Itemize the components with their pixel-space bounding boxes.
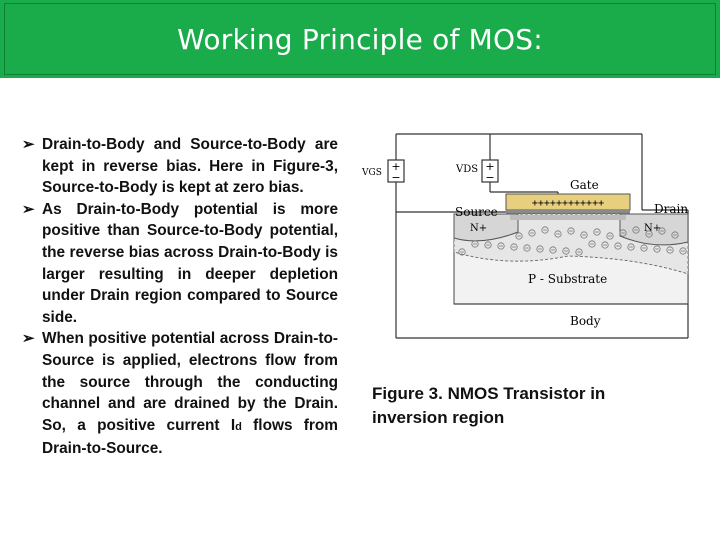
charge-marker [679, 247, 687, 255]
vds-plus: + [485, 160, 494, 173]
charge-marker [580, 231, 588, 239]
source-region [453, 213, 519, 242]
bullet-item: ➢ As Drain-to-Body potential is more pos… [22, 199, 338, 329]
arrow-bullet-icon: ➢ [22, 330, 35, 348]
gate-label: Gate [570, 178, 599, 192]
charge-marker [554, 230, 562, 238]
drain-label: Drain [654, 202, 688, 216]
substrate-label: P - Substrate [528, 272, 607, 286]
charge-marker [606, 232, 614, 240]
charge-marker [627, 243, 635, 251]
circuit-wires [395, 133, 689, 339]
source-label: Source [455, 205, 498, 219]
charge-marker [541, 226, 549, 234]
vgs-plus: + [391, 160, 400, 173]
arrow-bullet-icon: ➢ [22, 136, 35, 153]
charge-marker [653, 245, 661, 253]
charge-marker [484, 241, 492, 249]
source-n-plus-label: N+ [470, 223, 487, 234]
bullet-text: As Drain-to-Body potential is more posit… [42, 200, 338, 326]
charge-marker [601, 241, 609, 249]
nmos-diagram: + − VGS + − VDS Gate ++++++++++++ N+ N+ … [361, 133, 689, 339]
vgs-battery [387, 159, 405, 183]
figure-caption: Figure 3. NMOS Transistor in inversion r… [372, 384, 606, 427]
charge-marker [614, 242, 622, 250]
charge-marker [632, 226, 640, 234]
inversion-channel [510, 215, 626, 220]
bullet-text: When positive potential across Drain-to-… [42, 330, 338, 434]
charge-marker [515, 232, 523, 240]
title-frame [4, 3, 716, 75]
slide-title: Working Principle of MOS: [177, 22, 543, 56]
charge-marker [562, 247, 570, 255]
vds-battery [481, 159, 499, 183]
electron-markers [458, 226, 687, 256]
arrow-bullet-icon: ➢ [22, 200, 35, 218]
title-bar: Working Principle of MOS: [0, 0, 720, 78]
charge-marker [671, 231, 679, 239]
current-subscript: d [235, 420, 242, 433]
body-label: Body [570, 314, 601, 328]
bullet-text: Drain-to-Body and Source-to-Body are kep… [42, 136, 338, 197]
gate-oxide [506, 210, 630, 215]
charge-marker [523, 244, 531, 252]
vds-label: VDS [455, 164, 478, 175]
charge-marker [619, 229, 627, 237]
charge-marker [640, 244, 648, 252]
drain-region [619, 213, 689, 246]
vgs-label: VGS [361, 168, 382, 178]
bullet-item: ➢ Drain-to-Body and Source-to-Body are k… [22, 134, 338, 199]
vgs-minus: − [391, 171, 400, 184]
charge-marker [549, 246, 557, 254]
drain-n-plus-label: N+ [644, 223, 661, 234]
charge-marker [658, 227, 666, 235]
charge-marker [528, 229, 536, 237]
charge-marker [575, 248, 583, 256]
bullet-list: ➢ Drain-to-Body and Source-to-Body are k… [22, 134, 338, 460]
bullet-item: ➢ When positive potential across Drain-t… [22, 328, 338, 460]
bullet-text-end: flows from Drain-to-Source. [42, 416, 338, 458]
charge-marker [497, 242, 505, 250]
charge-marker [645, 230, 653, 238]
charge-marker [458, 248, 466, 256]
charge-marker [471, 240, 479, 248]
charge-marker [510, 243, 518, 251]
charge-marker [593, 228, 601, 236]
charge-marker [536, 245, 544, 253]
charge-marker [666, 246, 674, 254]
charge-marker [567, 227, 575, 235]
gate-charges: ++++++++++++ [532, 198, 604, 209]
charge-marker [588, 240, 596, 248]
vds-minus: − [485, 171, 494, 184]
